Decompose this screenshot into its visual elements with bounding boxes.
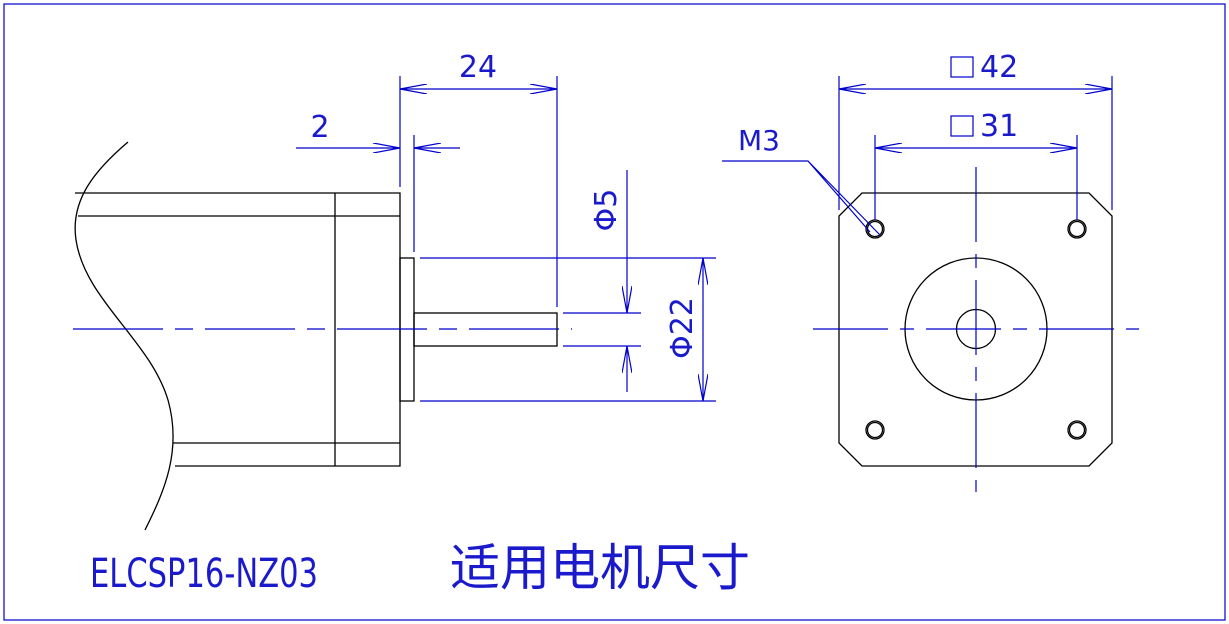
hole-label: M3: [738, 124, 780, 157]
dim-boss-diameter: Φ22: [665, 297, 700, 359]
model-label: ELCSP16-NZ03: [90, 551, 318, 597]
square-symbol-icon: [950, 115, 974, 137]
break-line: [74, 141, 174, 531]
mounting-hole-inner: [1068, 421, 1086, 439]
mounting-hole: [1067, 420, 1087, 440]
mounting-hole-inner: [866, 421, 884, 439]
drawing-border: [3, 3, 1226, 621]
front-view: 42 31 M3: [722, 50, 1139, 492]
dim-shaft-diameter: Φ5: [589, 189, 624, 232]
hole-leader-line: [722, 160, 881, 236]
mounting-holes: [865, 219, 1087, 440]
dim-body-square: 42: [980, 50, 1018, 85]
square-symbol-icon: [950, 56, 974, 78]
dim-hole-pitch: 31: [980, 109, 1018, 144]
mounting-hole: [1067, 219, 1087, 239]
mounting-hole-inner: [1068, 220, 1086, 238]
side-view: 24 2 Φ5 Φ22: [73, 50, 716, 531]
flange-outline: [838, 192, 1113, 467]
dim-boss-height: 2: [310, 110, 329, 145]
dim-shaft-length: 24: [459, 50, 497, 85]
mounting-hole: [865, 420, 885, 440]
drawing-title: 适用电机尺寸: [450, 539, 750, 597]
